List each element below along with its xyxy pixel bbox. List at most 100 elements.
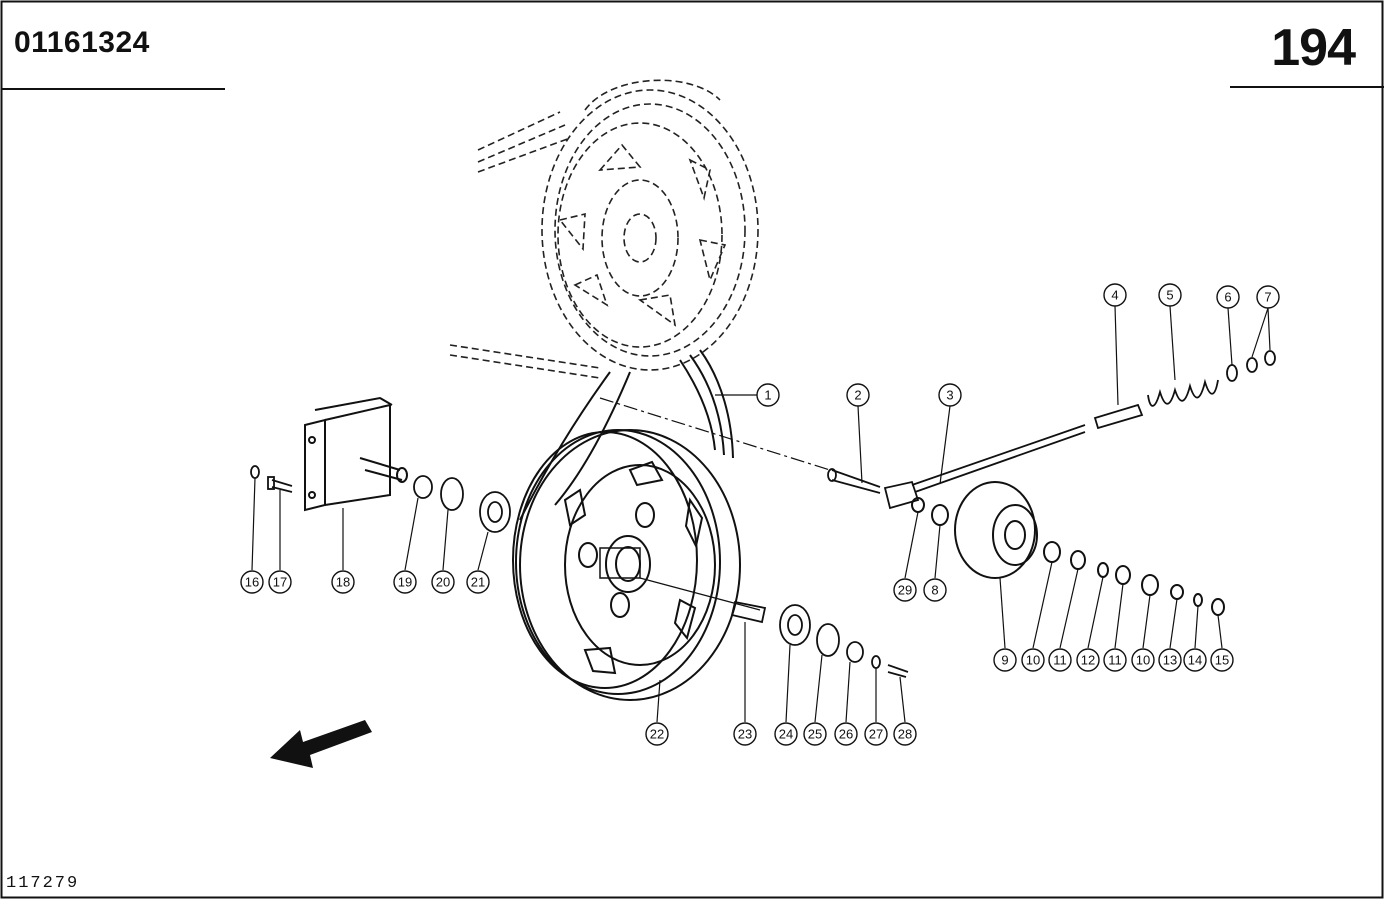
callout-circle (240, 570, 264, 594)
leader-lines (251, 305, 1271, 723)
callout-1: 1 (756, 383, 780, 407)
callout-circle (466, 570, 490, 594)
callout-15: 15 (1210, 648, 1234, 672)
callout-circle (1256, 285, 1280, 309)
upper-pulley-ghost (449, 79, 759, 379)
callout-27: 27 (864, 722, 888, 746)
callout-number: 20 (436, 575, 450, 590)
callout-number: 16 (245, 575, 259, 590)
callout-circle (1210, 648, 1234, 672)
callout-14: 14 (1183, 648, 1207, 672)
callout-10: 10 (1131, 648, 1155, 672)
callout-circle (938, 383, 962, 407)
callout-number: 21 (471, 575, 485, 590)
callout-18: 18 (331, 570, 355, 594)
callout-circle (893, 578, 917, 602)
callout-circle (1021, 648, 1045, 672)
callout-circle (1216, 285, 1240, 309)
callout-number: 17 (273, 575, 287, 590)
callout-number: 25 (808, 727, 822, 742)
callout-2: 2 (846, 383, 870, 407)
callout-8: 8 (923, 578, 947, 602)
callout-number: 22 (650, 727, 664, 742)
callout-number: 4 (1111, 288, 1118, 303)
callout-23: 23 (733, 722, 757, 746)
callout-circle (864, 722, 888, 746)
callout-number: 11 (1053, 653, 1067, 668)
page-number: 194 (1271, 19, 1356, 77)
callout-circle (1158, 648, 1182, 672)
callout-number: 13 (1163, 653, 1177, 668)
callout-number: 23 (738, 727, 752, 742)
callout-25: 25 (803, 722, 827, 746)
callout-circle (331, 570, 355, 594)
callout-circle (893, 722, 917, 746)
callout-12: 12 (1076, 648, 1100, 672)
callout-9: 9 (993, 648, 1017, 672)
callout-11: 11 (1103, 648, 1127, 672)
callout-number: 15 (1215, 653, 1229, 668)
callout-21: 21 (466, 570, 490, 594)
callout-5: 5 (1158, 283, 1182, 307)
callout-number: 18 (336, 575, 350, 590)
callout-circle (803, 722, 827, 746)
callout-number: 27 (869, 727, 883, 742)
callout-number: 12 (1081, 653, 1095, 668)
callout-circle (1076, 648, 1100, 672)
callout-number: 1 (764, 388, 771, 403)
callout-circle (733, 722, 757, 746)
callout-4: 4 (1103, 283, 1127, 307)
idler-pulley (911, 481, 1225, 616)
callout-number: 28 (898, 727, 912, 742)
callout-3: 3 (938, 383, 962, 407)
document-number: 01161324 (14, 26, 150, 59)
bracket (304, 396, 408, 512)
callout-number: 11 (1108, 653, 1122, 668)
callout-number: 29 (898, 583, 912, 598)
left-hardware (250, 465, 511, 533)
callout-16: 16 (240, 570, 264, 594)
callout-29: 29 (893, 578, 917, 602)
centerline (599, 397, 831, 471)
callout-number: 7 (1264, 290, 1271, 305)
tensioner-hardware (827, 350, 1276, 510)
callout-circle (923, 578, 947, 602)
callout-number: 2 (854, 388, 861, 403)
callout-7: 7 (1256, 285, 1280, 309)
drawing-number: 117279 (6, 874, 80, 893)
v-belt (519, 349, 734, 521)
callout-13: 13 (1158, 648, 1182, 672)
callout-circle (393, 570, 417, 594)
callout-number: 9 (1001, 653, 1008, 668)
callout-number: 6 (1224, 290, 1231, 305)
callout-circle (846, 383, 870, 407)
callout-number: 19 (398, 575, 412, 590)
direction-arrow-icon (270, 720, 372, 768)
callout-circle (756, 383, 780, 407)
callout-number: 10 (1026, 653, 1040, 668)
callout-circle (1048, 648, 1072, 672)
callout-circle (1131, 648, 1155, 672)
callout-number: 14 (1188, 653, 1202, 668)
callout-circle (834, 722, 858, 746)
callout-number: 26 (839, 727, 853, 742)
callout-6: 6 (1216, 285, 1240, 309)
callout-17: 17 (268, 570, 292, 594)
callout-number: 24 (779, 727, 793, 742)
callout-22: 22 (645, 722, 669, 746)
callout-circle (431, 570, 455, 594)
shaft-centerline (639, 577, 761, 611)
callout-number: 3 (946, 388, 953, 403)
callout-circle (774, 722, 798, 746)
callout-number: 10 (1136, 653, 1150, 668)
callout-circle (1103, 283, 1127, 307)
callout-circle (993, 648, 1017, 672)
callout-circle (1183, 648, 1207, 672)
callout-28: 28 (893, 722, 917, 746)
callout-circle (1103, 648, 1127, 672)
callout-circle (268, 570, 292, 594)
